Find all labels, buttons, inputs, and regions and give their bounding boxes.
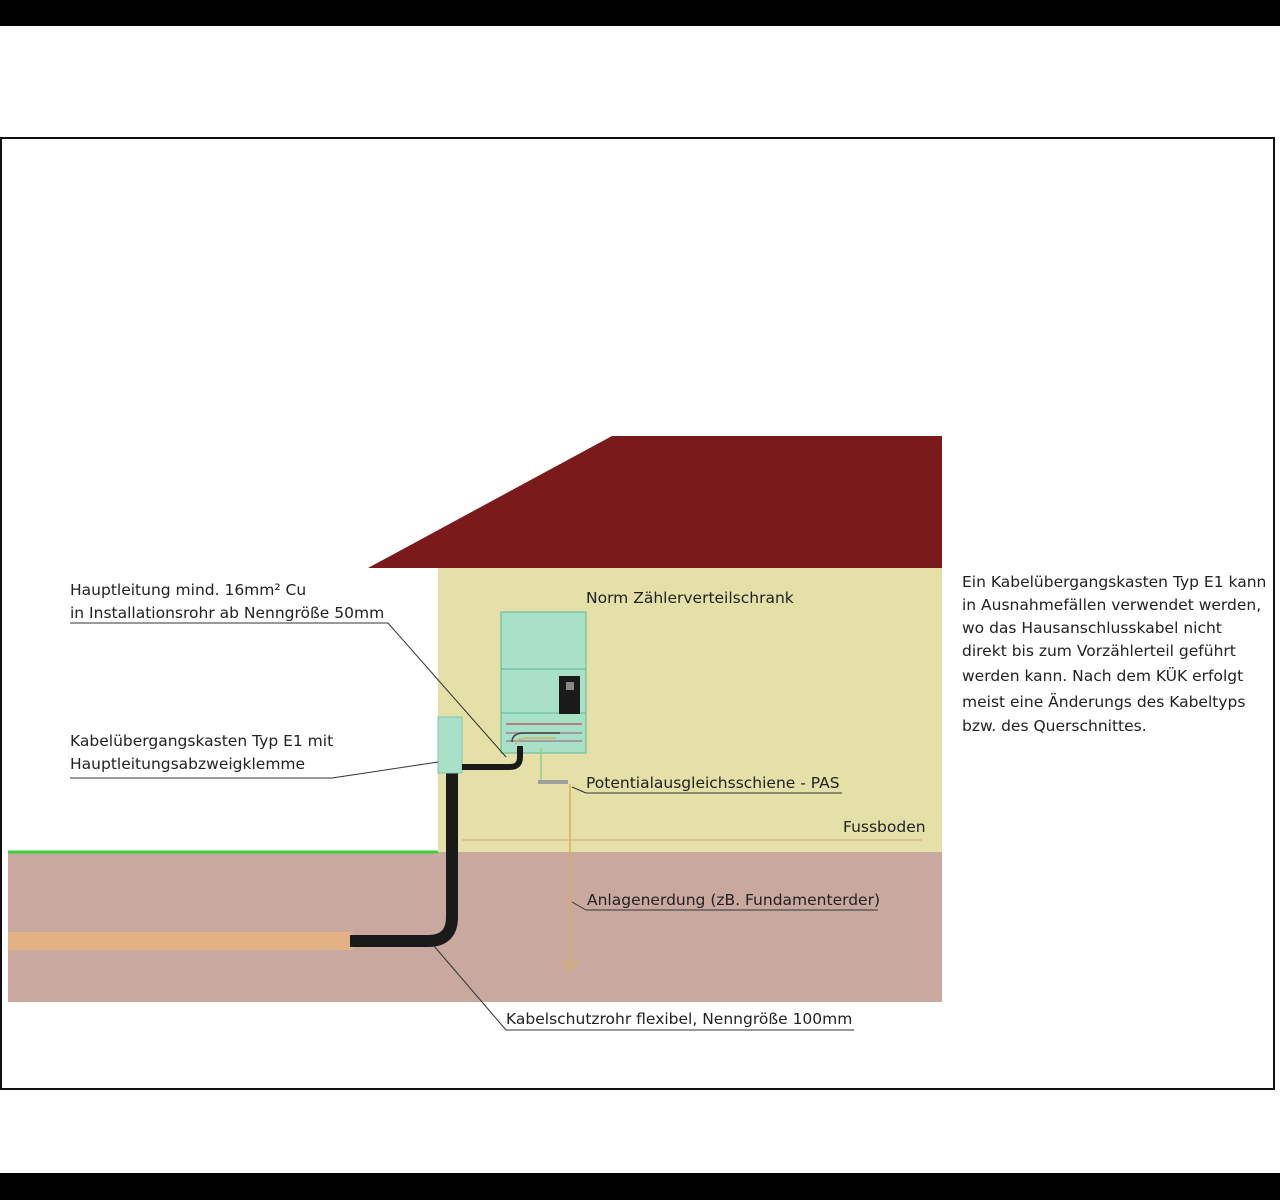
note-line: wo das Hausanschlusskabel nicht — [962, 619, 1222, 637]
label-pas: Potentialausgleichsschiene - PAS — [586, 774, 840, 792]
label-hauptleitung-line2: in Installationsrohr ab Nenngröße 50mm — [70, 604, 384, 622]
note-line: bzw. des Querschnittes. — [962, 717, 1147, 735]
side-note: Ein Kabelübergangskasten Typ E1 kann in … — [962, 573, 1266, 735]
note-line: meist eine Änderungs des Kabeltyps — [962, 692, 1245, 711]
leader-lines — [70, 622, 878, 1031]
cable-protection-conduit — [350, 772, 458, 947]
cable-transition-box — [437, 716, 463, 774]
label-earthing: Anlagenerdung (zB. Fundamenterder) — [587, 891, 880, 909]
diagram-frame — [0, 137, 1275, 1090]
top-black-bar — [0, 0, 1280, 26]
ground-symbol-icon — [562, 961, 578, 971]
label-conduit: Kabelschutzrohr flexibel, Nenngröße 100m… — [506, 1010, 852, 1028]
house-roof — [368, 436, 942, 568]
label-floor: Fussboden — [843, 818, 926, 836]
note-line: Ein Kabelübergangskasten Typ E1 kann — [962, 573, 1266, 591]
note-line: direkt bis zum Vorzählerteil geführt — [962, 642, 1236, 660]
meter-cabinet — [500, 611, 587, 754]
cable-trench — [8, 932, 353, 950]
label-hauptleitung-line1: Hauptleitung mind. 16mm² Cu — [70, 581, 306, 599]
meter-device — [559, 676, 580, 714]
bottom-black-bar — [0, 1173, 1280, 1200]
main-line-conduit — [462, 746, 523, 770]
pas-bar — [538, 780, 568, 784]
note-line: in Ausnahmefällen verwendet werden, — [962, 596, 1261, 614]
note-line: werden kann. Nach dem KÜK erfolgt — [962, 666, 1243, 685]
label-kuek-line2: Hauptleitungsabzweigklemme — [70, 755, 305, 773]
soil-area — [8, 852, 942, 1002]
label-kuek-line1: Kabelübergangskasten Typ E1 mit — [70, 732, 333, 750]
label-meter-cabinet: Norm Zählerverteilschrank — [586, 589, 794, 607]
